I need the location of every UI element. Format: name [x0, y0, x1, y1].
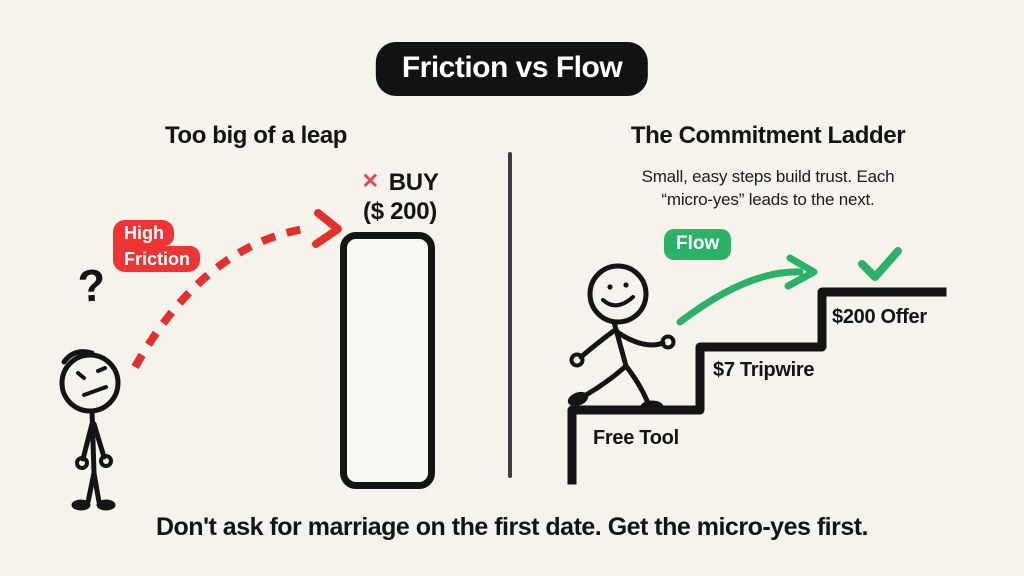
page-title: Friction vs Flow [375, 42, 649, 96]
buy-label-block: ✕ BUY ($ 200) [320, 169, 480, 226]
walking-stick-figure [567, 263, 676, 414]
flow-badge: Flow [664, 229, 732, 260]
question-mark-icon: ? [76, 259, 108, 312]
right-section-heading: The Commitment Ladder [630, 122, 906, 149]
checkmark-icon [858, 247, 902, 281]
high-friction-badge: High Friction [113, 220, 200, 272]
buy-price: ($ 200) [363, 198, 437, 225]
subtitle-line-1: Small, easy steps build trust. Each [641, 167, 895, 186]
step-label-free-tool: Free Tool [593, 427, 679, 449]
buy-label: BUY [388, 169, 439, 196]
green-flow-arrow-icon [676, 254, 818, 326]
x-mark-icon: ✕ [361, 170, 379, 193]
left-section-heading: Too big of a leap [164, 122, 348, 149]
subtitle-line-2: “micro-yes” leads to the next. [661, 190, 875, 209]
confused-stick-figure [59, 349, 121, 511]
red-dashed-arrow-icon [131, 209, 342, 369]
buy-label-line: ✕ BUY [320, 169, 480, 197]
right-section-subtitle: Small, easy steps build trust. Each “mic… [512, 165, 1024, 211]
staircase [567, 287, 947, 485]
bottom-caption: Don't ask for marriage on the first date… [155, 513, 869, 541]
buy-door-box [340, 232, 435, 489]
step-label-tripwire: $7 Tripwire [713, 359, 815, 381]
divider-line [508, 152, 512, 478]
high-friction-badge-line1: High [113, 220, 174, 246]
high-friction-badge-line2: Friction [113, 246, 200, 272]
step-label-offer: $200 Offer [832, 306, 927, 328]
